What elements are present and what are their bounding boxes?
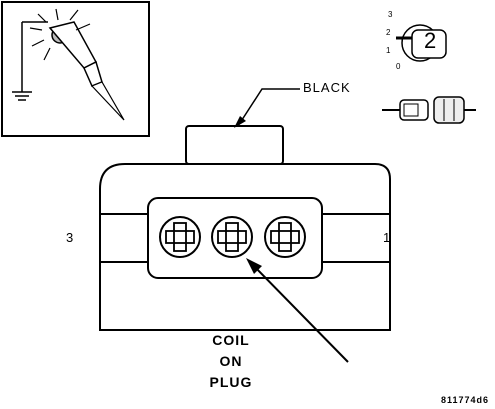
key-position-0: 0 xyxy=(396,62,401,71)
connector-color-label: BLACK xyxy=(303,80,351,95)
figure-id: 811774d6 xyxy=(440,395,489,405)
key-selected-position: 2 xyxy=(424,28,437,53)
pin-1-label: 1 xyxy=(383,230,391,245)
connector-top-tab xyxy=(185,125,284,165)
test-light-icon xyxy=(1,1,150,137)
key-position-3: 3 xyxy=(388,10,393,19)
key-position-1: 1 xyxy=(386,46,391,55)
terminal-3 xyxy=(159,216,201,258)
callout-line-2: ON xyxy=(219,353,243,369)
coil-on-plug-callout: COIL ON PLUG xyxy=(196,330,266,393)
coil-on-plug-arrow xyxy=(246,258,349,363)
pin-3-label: 3 xyxy=(66,230,74,245)
key-position-2: 2 xyxy=(386,28,391,37)
callout-line-1: COIL xyxy=(212,332,250,348)
connector-plug-icon xyxy=(382,96,476,124)
terminal-1 xyxy=(264,216,306,258)
ignition-key-icon xyxy=(396,24,447,62)
black-leader-arrow xyxy=(234,88,300,128)
callout-line-3: PLUG xyxy=(209,374,253,390)
ground-symbol-icon xyxy=(12,22,32,101)
terminal-2 xyxy=(211,216,253,258)
